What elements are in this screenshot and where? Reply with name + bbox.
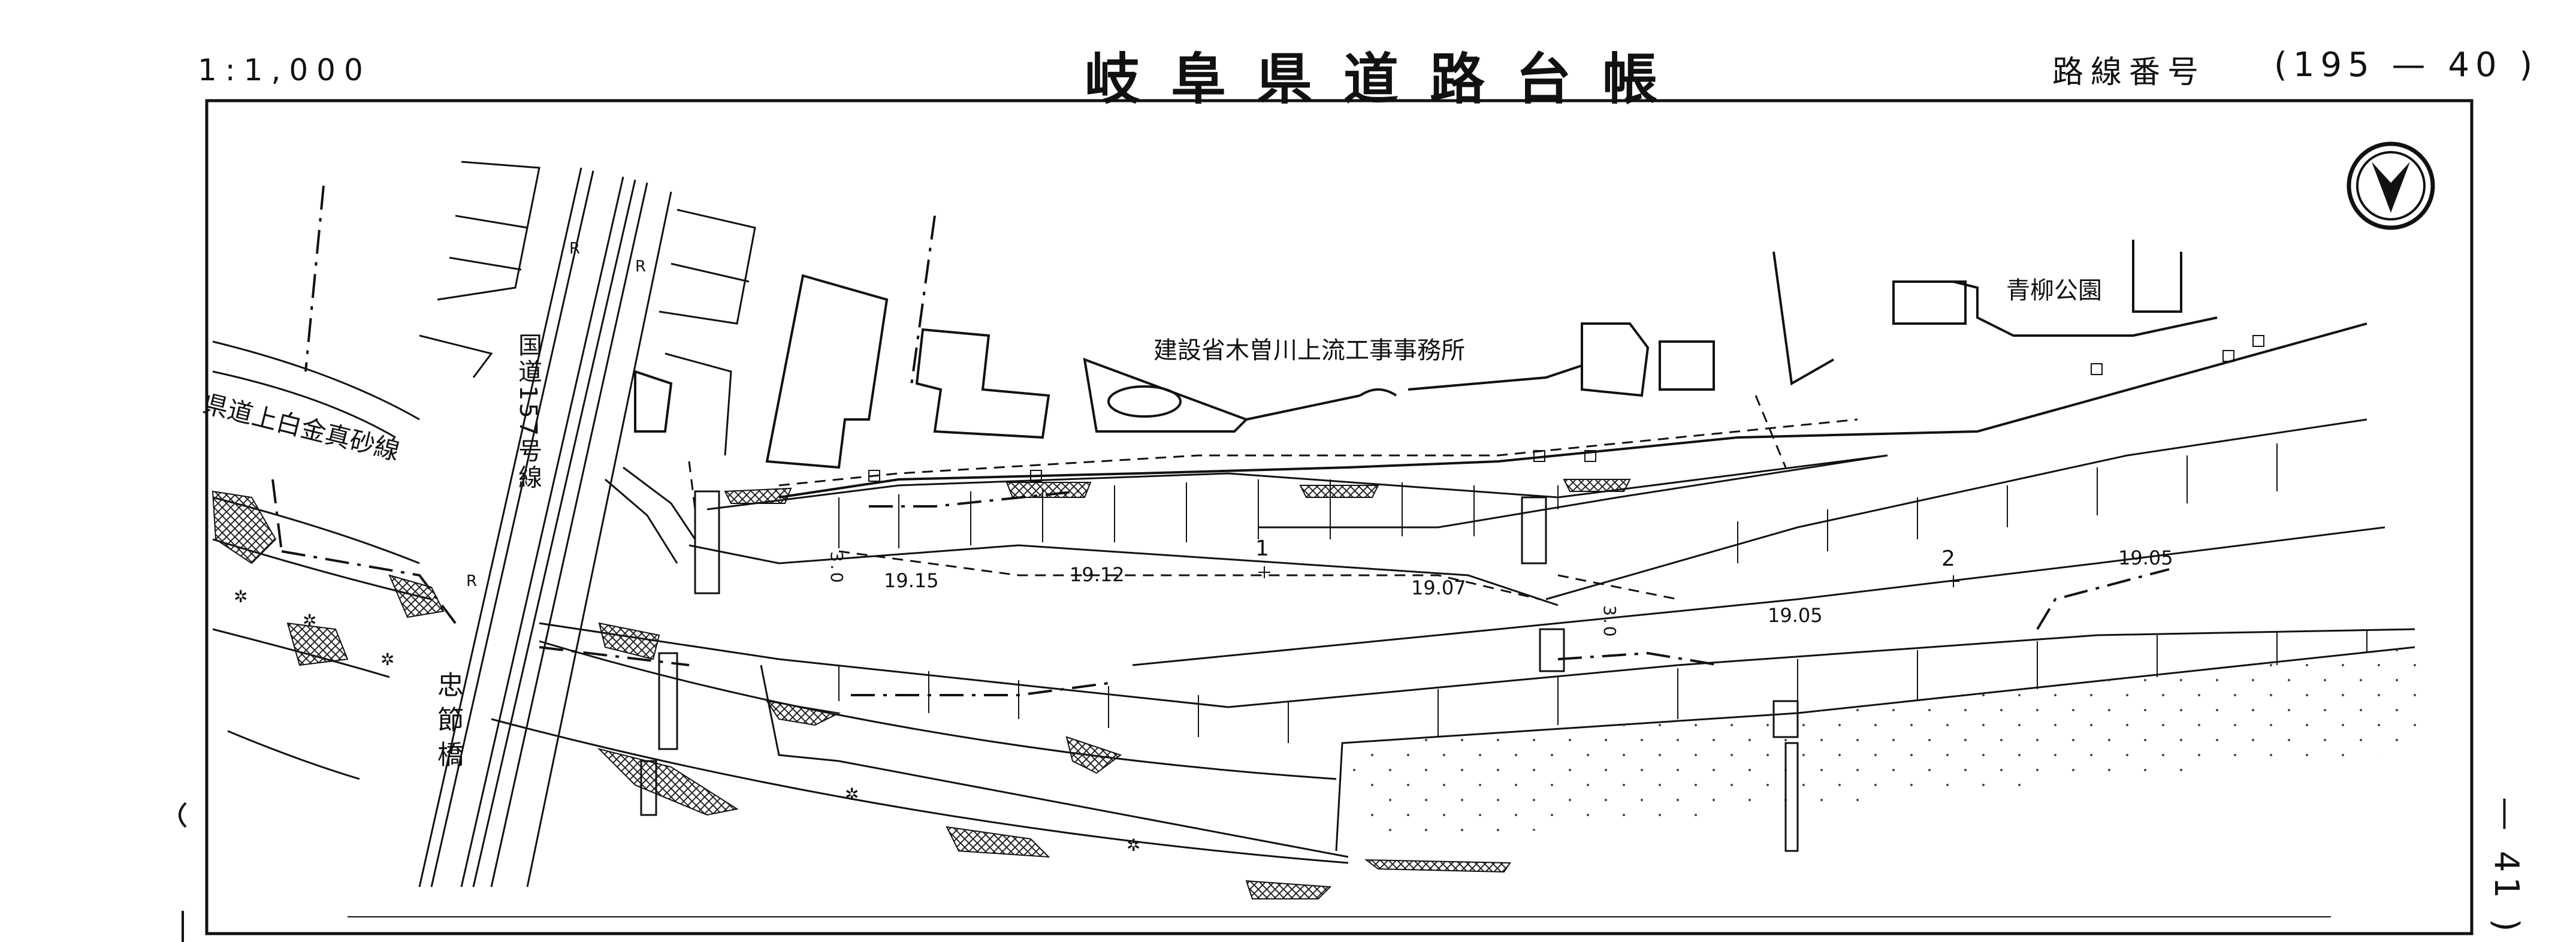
page-number: — 41 )	[2487, 797, 2526, 937]
road-marker-r2: R	[635, 258, 647, 276]
svg-text:✲: ✲	[303, 611, 316, 630]
buildings	[634, 240, 2367, 499]
map-scale: 1:1,000	[198, 53, 372, 87]
levee-slope-ticks	[838, 443, 2367, 743]
elevation-2: 19.12	[1070, 563, 1125, 586]
national-road-157	[418, 167, 672, 887]
buildings-upper-left	[419, 161, 756, 456]
boundary-lines	[271, 185, 2170, 696]
map-symbols	[868, 335, 2264, 587]
elevation-4: 19.05	[1768, 604, 1823, 627]
label-national-road: 国道157号線	[514, 333, 542, 491]
label-office: 建設省木曽川上流工事事務所	[1153, 337, 1465, 364]
route-number-value: (195 — 40 )	[2274, 46, 2539, 84]
label-bridge: 忠節橋	[433, 671, 463, 775]
map-frame	[205, 99, 2474, 935]
width-marker-2: 3.0	[1600, 605, 1620, 639]
north-arrow-icon	[2347, 141, 2435, 230]
width-marker-1: 3.0	[827, 551, 847, 585]
dashed-lines	[688, 395, 1858, 600]
elevation-3: 19.07	[1411, 576, 1466, 599]
svg-text:✲: ✲	[845, 784, 859, 804]
label-park: 青柳公園	[2006, 277, 2102, 304]
binding-mark	[179, 802, 187, 828]
svg-text:✲: ✲	[380, 650, 394, 669]
tree-symbols: ✲ ✲ ✲ ✲ ✲	[234, 587, 1140, 855]
elevation-1: 19.15	[884, 569, 939, 592]
elevation-5: 19.05	[2118, 547, 2173, 569]
prefectural-road	[212, 340, 1349, 864]
staircases	[605, 466, 1799, 852]
hatched-areas	[212, 479, 1631, 899]
route-number-label: 路線番号	[2052, 55, 2206, 90]
riverbed-area	[1342, 647, 2433, 845]
section-1-marker: 1	[1255, 536, 1269, 561]
svg-text:✲: ✲	[234, 587, 247, 606]
section-2-marker: 2	[1941, 547, 1955, 571]
svg-text:✲: ✲	[1127, 835, 1140, 855]
road-marker-r3: R	[466, 572, 478, 590]
river-channel	[539, 418, 2415, 858]
road-marker-r1: R	[569, 240, 581, 258]
